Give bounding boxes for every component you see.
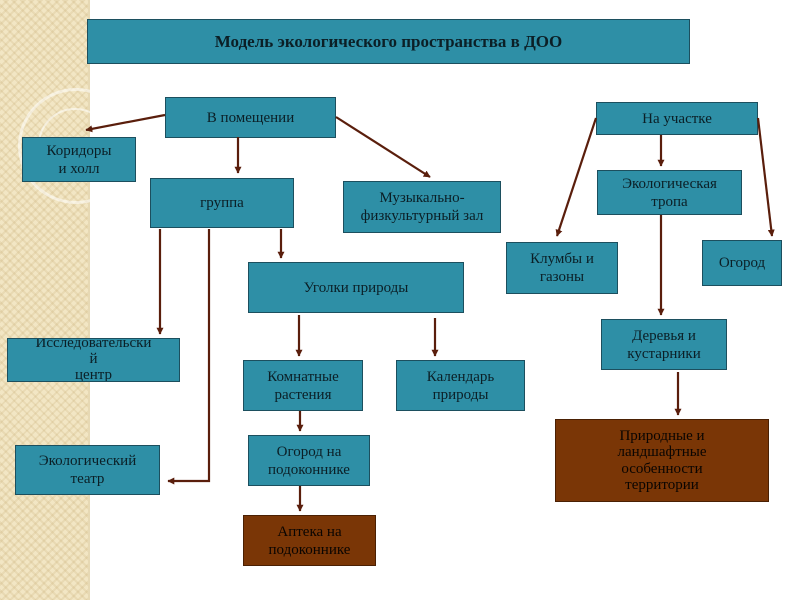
arrow-indoor-to-music-hall <box>335 116 431 178</box>
arrow-indoor-to-corridors <box>85 113 166 133</box>
arrow-site-to-vegetable-garden <box>756 117 775 237</box>
node-windowsill-pharmacy: Аптека на подоконнике <box>243 515 376 566</box>
node-eco-trail: Экологическая тропа <box>597 170 742 215</box>
arrow-site-to-flowerbeds <box>555 117 598 237</box>
node-flowerbeds: Клумбы и газоны <box>506 242 618 294</box>
node-eco-theater: Экологический театр <box>15 445 160 495</box>
node-houseplants: Комнатные растения <box>243 360 363 411</box>
node-group: группа <box>150 178 294 228</box>
node-windowsill-garden: Огород на подоконнике <box>248 435 370 486</box>
node-corridors: Коридоры и холл <box>22 137 136 182</box>
node-nature-corners: Уголки природы <box>248 262 464 313</box>
node-nature-calendar: Календарь природы <box>396 360 525 411</box>
node-landscape-features: Природные и ландшафтные особенности терр… <box>555 419 769 502</box>
node-research-center: Исследовательски й центр <box>7 338 180 382</box>
side-strip-border <box>88 0 90 600</box>
node-trees-shrubs: Деревья и кустарники <box>601 319 727 370</box>
node-indoor: В помещении <box>165 97 336 138</box>
node-vegetable-garden: Огород <box>702 240 782 286</box>
node-site: На участке <box>596 102 758 135</box>
arrow-group-to-eco-theater <box>167 229 211 485</box>
page-title: Модель экологического пространства в ДОО <box>87 19 690 64</box>
node-music-hall: Музыкально- физкультурный зал <box>343 181 501 233</box>
